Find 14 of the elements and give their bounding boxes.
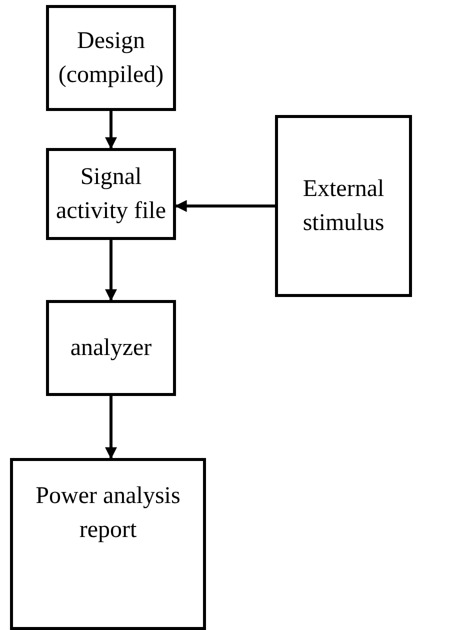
process-box — [46, 148, 176, 240]
process-box — [275, 115, 412, 297]
box-label: analyzer — [70, 334, 152, 363]
process-box — [10, 458, 206, 630]
arrow — [105, 396, 117, 460]
box-label: Signal activity file — [55, 163, 167, 226]
arrow — [105, 111, 117, 150]
box-label: External stimulus — [302, 175, 386, 238]
arrow — [174, 200, 275, 212]
arrow — [105, 240, 117, 302]
process-box — [46, 5, 176, 111]
box-label: Design (compiled) — [57, 27, 165, 90]
box-label: Power analysis report — [34, 482, 182, 545]
process-box — [46, 300, 176, 396]
